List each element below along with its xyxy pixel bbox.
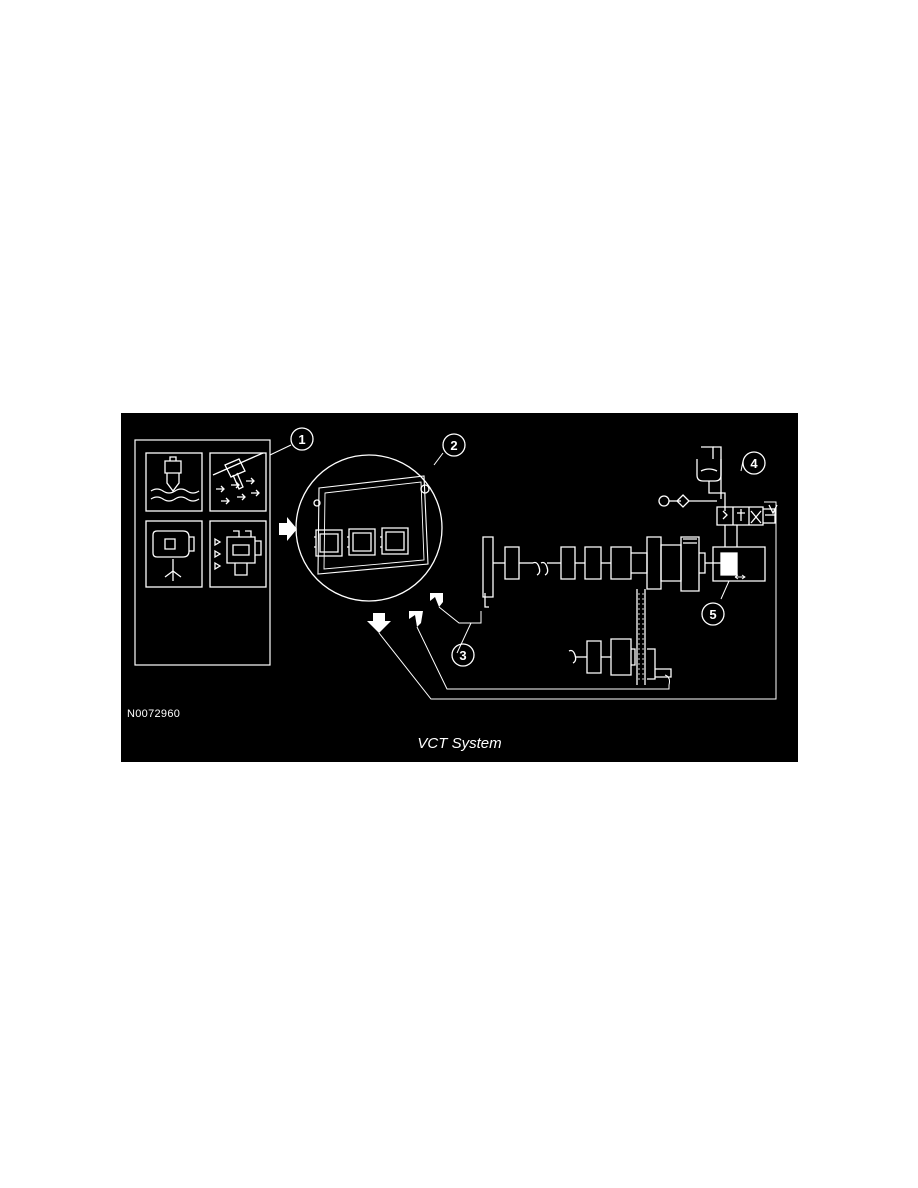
cmp-input-arrow — [409, 611, 423, 627]
callout-2-label: 2 — [450, 438, 457, 453]
cam-sensor-icon — [209, 520, 267, 588]
temperature-sensor-icon — [145, 452, 203, 512]
callout-circles — [290, 427, 766, 667]
input-arrow — [279, 517, 297, 541]
airflow-sensor-icon — [209, 452, 267, 512]
vct-system-figure: 1 2 3 4 5 N0072960 VCT System — [121, 413, 798, 762]
oil-control-solenoid — [658, 446, 778, 547]
crankshaft-assembly — [568, 638, 672, 680]
pcm-module — [295, 454, 443, 602]
wiring-harness — [378, 501, 777, 700]
position-sensor-icon — [145, 520, 203, 588]
callout-leaders — [269, 444, 744, 654]
callout-5-label: 5 — [709, 607, 716, 622]
camshaft-assembly — [482, 536, 706, 685]
vct-diagram: 1 2 3 4 5 — [134, 427, 778, 700]
callout-1-label: 1 — [298, 432, 305, 447]
figure-caption: VCT System — [417, 735, 502, 752]
callout-4-label: 4 — [750, 456, 758, 471]
callout-3-label: 3 — [459, 648, 466, 663]
ckp-input-arrow — [430, 593, 443, 607]
vct-actuator — [705, 546, 766, 582]
figure-id: N0072960 — [127, 708, 181, 720]
sensor-panel — [134, 439, 271, 666]
output-arrow — [367, 613, 391, 633]
